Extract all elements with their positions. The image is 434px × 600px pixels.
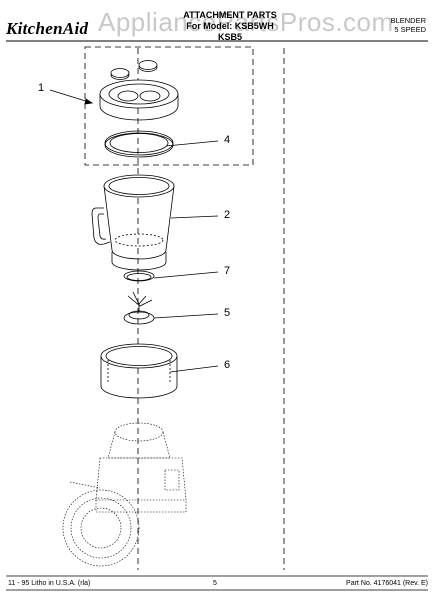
title-line: ATTACHMENT PARTS bbox=[183, 10, 277, 20]
callout-4: 4 bbox=[224, 134, 231, 146]
callout-2: 2 bbox=[224, 209, 231, 221]
product-line: 5 SPEED bbox=[394, 25, 426, 34]
title-line: For Model: KSB5WH bbox=[186, 21, 274, 31]
product-type: BLENDER 5 SPEED bbox=[391, 16, 426, 34]
callout-7: 7 bbox=[224, 265, 231, 277]
callout-leaders bbox=[49, 89, 219, 373]
lid-gasket bbox=[104, 130, 174, 158]
o-ring bbox=[123, 270, 155, 282]
brand-logo: KitchenAid bbox=[6, 19, 89, 38]
print-info: 11 - 95 Litho in U.S.A. (rla) bbox=[8, 580, 91, 587]
part-number: Part No. 4176041 (Rev. E) bbox=[346, 580, 428, 587]
product-line: BLENDER bbox=[390, 16, 426, 25]
page-number: 5 bbox=[213, 580, 217, 587]
title-line: KSB5 bbox=[217, 32, 242, 42]
jar-collar bbox=[100, 343, 178, 399]
watermark: AppliancePartsPros.com bbox=[98, 7, 394, 37]
callout-6: 6 bbox=[224, 359, 231, 371]
callout-1: 1 bbox=[38, 82, 45, 94]
lid-assembly bbox=[99, 60, 179, 121]
callout-5: 5 bbox=[224, 307, 231, 319]
lid-group-box bbox=[84, 46, 254, 166]
blade-assembly bbox=[123, 291, 155, 325]
blender-base-phantom bbox=[62, 422, 187, 567]
blender-jar bbox=[91, 174, 175, 271]
diagram-title: ATTACHMENT PARTS For Model: KSB5WH KSB5 bbox=[130, 10, 330, 43]
